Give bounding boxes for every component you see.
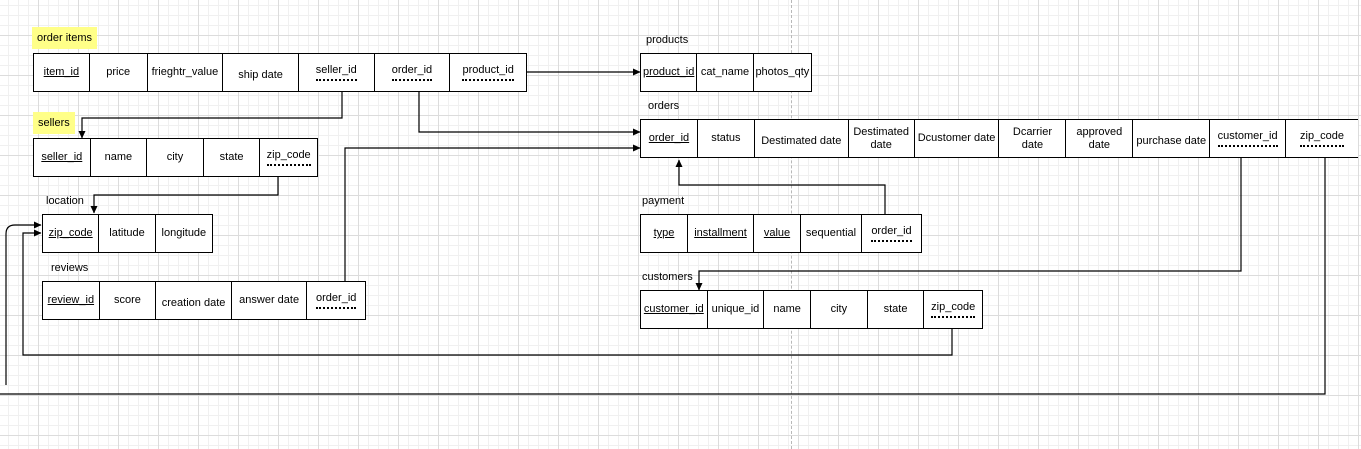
customers-col-unique-id[interactable]: unique_id bbox=[708, 291, 765, 328]
connector-payment-order-id bbox=[675, 159, 886, 214]
order-items-col-product-id[interactable]: product_id bbox=[450, 54, 526, 91]
orders-col-purchase-date[interactable]: purchase date bbox=[1133, 120, 1211, 157]
orders-col-destimated-date-1[interactable]: Destimated date bbox=[755, 120, 849, 157]
payment-col-type[interactable]: type bbox=[641, 215, 688, 252]
orders-col-zip-code[interactable]: zip_code bbox=[1286, 120, 1358, 157]
connector-customers-zip bbox=[22, 229, 953, 356]
orders-col-destimated-date-2[interactable]: Destimated date bbox=[849, 120, 915, 157]
connector-items-order-id bbox=[418, 92, 641, 136]
reviews-col-score[interactable]: score bbox=[100, 282, 157, 319]
sellers-title: sellers bbox=[33, 112, 75, 134]
payment-title: payment bbox=[642, 195, 685, 207]
reviews-title: reviews bbox=[51, 262, 89, 274]
order-items-table[interactable]: item_id price frieghtr_value ship date s… bbox=[33, 53, 527, 92]
sellers-col-zip-code[interactable]: zip_code bbox=[260, 139, 317, 176]
products-col-photos-qty[interactable]: photos_qty bbox=[755, 66, 810, 78]
sellers-col-seller-id[interactable]: seller_id bbox=[34, 139, 91, 176]
location-table[interactable]: zip_code latitude longitude bbox=[42, 214, 213, 253]
orders-col-customer-id[interactable]: customer_id bbox=[1210, 120, 1287, 157]
customers-col-city[interactable]: city bbox=[811, 291, 868, 328]
order-items-col-price[interactable]: price bbox=[90, 54, 148, 91]
sellers-col-name[interactable]: name bbox=[91, 139, 148, 176]
reviews-col-review-id[interactable]: review_id bbox=[43, 282, 100, 319]
payment-col-sequential[interactable]: sequential bbox=[801, 215, 862, 252]
payment-col-value[interactable]: value bbox=[754, 215, 801, 252]
reviews-table[interactable]: review_id score creation date answer dat… bbox=[42, 281, 366, 320]
orders-col-dcustomer-date[interactable]: Dcustomer date bbox=[915, 120, 1000, 157]
products-title: products bbox=[646, 34, 689, 46]
order-items-col-ship-date[interactable]: ship date bbox=[223, 54, 299, 91]
orders-col-approved-date[interactable]: approved date bbox=[1066, 120, 1134, 157]
orders-title: orders bbox=[648, 100, 680, 112]
payment-col-installment[interactable]: installment bbox=[688, 215, 754, 252]
customers-col-customer-id[interactable]: customer_id bbox=[641, 291, 708, 328]
orders-col-order-id[interactable]: order_id bbox=[641, 120, 698, 157]
reviews-col-creation-date[interactable]: creation date bbox=[156, 282, 232, 319]
sellers-col-city[interactable]: city bbox=[147, 139, 204, 176]
location-col-zip-code[interactable]: zip_code bbox=[43, 215, 100, 252]
connector-seller-id bbox=[78, 92, 343, 139]
connector-location-return bbox=[5, 221, 42, 385]
sellers-col-state[interactable]: state bbox=[204, 139, 261, 176]
order-items-col-item-id[interactable]: item_id bbox=[34, 54, 90, 91]
orders-col-dcarrier-date[interactable]: Dcarrier date bbox=[999, 120, 1067, 157]
location-title: location bbox=[46, 195, 84, 207]
connector-sellers-zip bbox=[90, 177, 279, 214]
products-table[interactable]: product_id cat_name photos_qty bbox=[640, 53, 812, 92]
order-items-col-order-id[interactable]: order_id bbox=[375, 54, 451, 91]
location-col-longitude[interactable]: longitude bbox=[161, 227, 207, 239]
customers-col-name[interactable]: name bbox=[764, 291, 812, 328]
connector-customer-id bbox=[695, 158, 1242, 291]
location-col-latitude[interactable]: latitude bbox=[99, 215, 156, 252]
payment-col-order-id[interactable]: order_id bbox=[862, 215, 921, 252]
orders-col-status[interactable]: status bbox=[698, 120, 755, 157]
connector-orders-zip bbox=[0, 158, 1326, 395]
products-col-product-id[interactable]: product_id bbox=[641, 54, 698, 91]
connector-reviews-order-id bbox=[344, 144, 641, 281]
order-items-col-seller-id[interactable]: seller_id bbox=[299, 54, 375, 91]
reviews-col-order-id[interactable]: order_id bbox=[307, 282, 365, 319]
customers-table[interactable]: customer_id unique_id name city state zi… bbox=[640, 290, 983, 329]
sellers-table[interactable]: seller_id name city state zip_code bbox=[33, 138, 318, 177]
orders-table[interactable]: order_id status Destimated date Destimat… bbox=[640, 119, 1358, 158]
products-col-cat-name[interactable]: cat_name bbox=[697, 54, 754, 91]
order-items-title: order items bbox=[32, 27, 98, 49]
customers-col-zip-code[interactable]: zip_code bbox=[924, 291, 982, 328]
order-items-col-freight-value[interactable]: frieghtr_value bbox=[148, 54, 224, 91]
reviews-col-answer-date[interactable]: answer date bbox=[232, 282, 308, 319]
customers-title: customers bbox=[642, 271, 693, 283]
customers-col-state[interactable]: state bbox=[868, 291, 925, 328]
payment-table[interactable]: type installment value sequential order_… bbox=[640, 214, 922, 253]
